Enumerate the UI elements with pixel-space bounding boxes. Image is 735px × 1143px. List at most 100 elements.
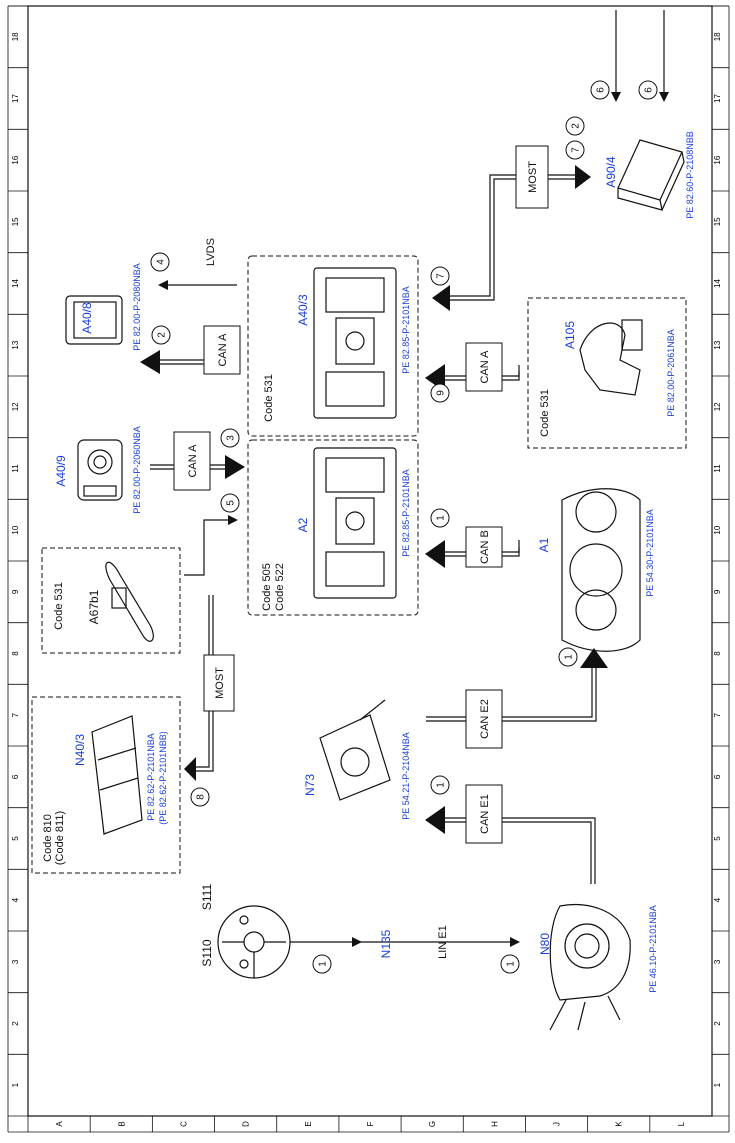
- component-drawings: [65, 139, 685, 1031]
- code811-n40-3: (Code 811): [54, 811, 66, 865]
- a1-ref: PE 54.30-P-2101NBA: [645, 509, 655, 597]
- frame-row-label: 14: [713, 279, 722, 288]
- frame-row-label: 7: [11, 712, 20, 717]
- frame-row-label: 9: [11, 589, 20, 594]
- n40-3-ref: PE 82.62-P-2101NBA: [146, 733, 156, 821]
- n80-code: N80: [538, 933, 552, 955]
- n135-code: N135: [379, 929, 393, 958]
- frame-row-label: 6: [713, 774, 722, 779]
- n40-3-code: N40/3: [73, 734, 87, 766]
- a40-3-ref: PE 82.85-P-2101NBA: [401, 286, 411, 374]
- a40-9-ref: PE 82.00-P-2060NBA: [132, 426, 142, 514]
- frame-col-label: C: [179, 1121, 188, 1127]
- frame-row-label: 11: [11, 464, 20, 473]
- frame-row-label: 3: [713, 959, 722, 964]
- frame-row-label: 6: [11, 774, 20, 779]
- frame-ticks: [8, 5, 729, 1132]
- marker-2-a90-4: 2: [571, 123, 582, 129]
- marker-4: 4: [156, 259, 167, 265]
- frame-col-label: L: [677, 1121, 686, 1126]
- frame-row-label: 14: [11, 279, 20, 288]
- n73-code: N73: [303, 774, 317, 796]
- frame-col-label: K: [615, 1121, 624, 1127]
- ignition-switch-n73-icon: [319, 699, 391, 801]
- marker-7-a90-4: 7: [571, 147, 582, 153]
- frame-col-label: D: [242, 1121, 251, 1127]
- frame-row-label: 4: [713, 897, 722, 902]
- marker-3: 3: [226, 435, 237, 441]
- steering-module-n80-icon: [549, 903, 631, 1031]
- marker-7-a40-3: 7: [436, 273, 447, 279]
- a40-3-code: A40/3: [296, 294, 310, 326]
- can-a-label-a40-8: CAN A: [217, 333, 229, 367]
- frame-row-label: 5: [11, 836, 20, 841]
- controller-a105-icon: [579, 319, 643, 396]
- frame-row-label: 18: [713, 32, 722, 41]
- bus-label-boxes: [173, 145, 549, 844]
- can-e1-label: CAN E1: [479, 794, 491, 834]
- code522-a2: Code 522: [274, 563, 286, 611]
- frame-row-label: 13: [713, 340, 722, 349]
- a90-4-ref: PE 82.60-P-2108NBB: [685, 131, 695, 219]
- code531-a67b1: Code 531: [53, 582, 65, 630]
- frame-row-label: 10: [713, 525, 722, 534]
- frame-col-label: A: [55, 1121, 64, 1127]
- marker-circles: [150, 80, 658, 974]
- a2-ref: PE 82.85-P-2101NBA: [401, 469, 411, 557]
- frame-row-label: 5: [713, 836, 722, 841]
- frame-col-label: G: [428, 1121, 437, 1127]
- marker-6-left: 6: [596, 87, 607, 93]
- marker-6-right: 6: [644, 87, 655, 93]
- most-label-n40-3: MOST: [214, 667, 226, 699]
- frame-row-label: 1: [11, 1082, 20, 1087]
- frame-col-label: F: [366, 1121, 375, 1126]
- frame-row-label: 12: [713, 402, 722, 411]
- frame-row-label: 13: [11, 340, 20, 349]
- frame-row-label: 15: [11, 217, 20, 226]
- frame-row-label: 7: [713, 712, 722, 717]
- a105-ref: PE 82.00-P-2061NBA: [666, 329, 676, 417]
- frame-col-label: H: [490, 1121, 499, 1127]
- frame-row-label: 9: [713, 589, 722, 594]
- s111-code: S111: [200, 884, 214, 911]
- a40-9-code: A40/9: [54, 455, 68, 487]
- a40-8-code: A40/8: [80, 302, 94, 334]
- code531-a40-3: Code 531: [263, 374, 275, 422]
- n40-3-ref-alt: (PE 82.62-P-2101NBB): [158, 731, 168, 825]
- marker-1-s110: 1: [318, 961, 329, 967]
- code531-a105: Code 531: [539, 389, 551, 437]
- frame-col-label: E: [304, 1121, 313, 1126]
- frame-row-label: 10: [11, 525, 20, 534]
- camera-a40-9-icon: [77, 439, 123, 501]
- frame-row-label: 11: [713, 464, 722, 473]
- frame-row-label: 16: [713, 155, 722, 164]
- marker-5: 5: [226, 500, 237, 506]
- frame-row-label: 8: [713, 651, 722, 656]
- frame-row-label: 17: [713, 94, 722, 103]
- frame-row-label: 3: [11, 959, 20, 964]
- mirror-a67b1-icon: [105, 561, 154, 642]
- marker-2-a40-8: 2: [157, 332, 168, 338]
- can-a-label-a105: CAN A: [479, 350, 491, 384]
- frame-row-label: 2: [713, 1021, 722, 1026]
- most-label-a90-4: MOST: [527, 161, 539, 193]
- display-a40-8-icon: [65, 295, 123, 345]
- steering-wheel-icon: [217, 905, 291, 979]
- lin-e1-label: LIN E1: [437, 925, 449, 959]
- s110-code: S110: [200, 939, 214, 966]
- marker-8: 8: [196, 794, 207, 800]
- frame-row-label: 12: [11, 402, 20, 411]
- marker-1-can-e1: 1: [436, 782, 447, 788]
- marker-1-n80: 1: [506, 961, 517, 967]
- lvds-label: LVDS: [205, 238, 217, 266]
- frame-row-label: 8: [11, 651, 20, 656]
- marker-1-can-e2: 1: [564, 654, 575, 660]
- n80-ref: PE 46.10-P-2101NBA: [648, 905, 658, 993]
- a2-code: A2: [296, 517, 310, 532]
- frame-row-label: 4: [11, 897, 20, 902]
- n73-ref: PE 54.21-P-2104NBA: [401, 732, 411, 820]
- can-a-label-a40-9: CAN A: [187, 444, 199, 478]
